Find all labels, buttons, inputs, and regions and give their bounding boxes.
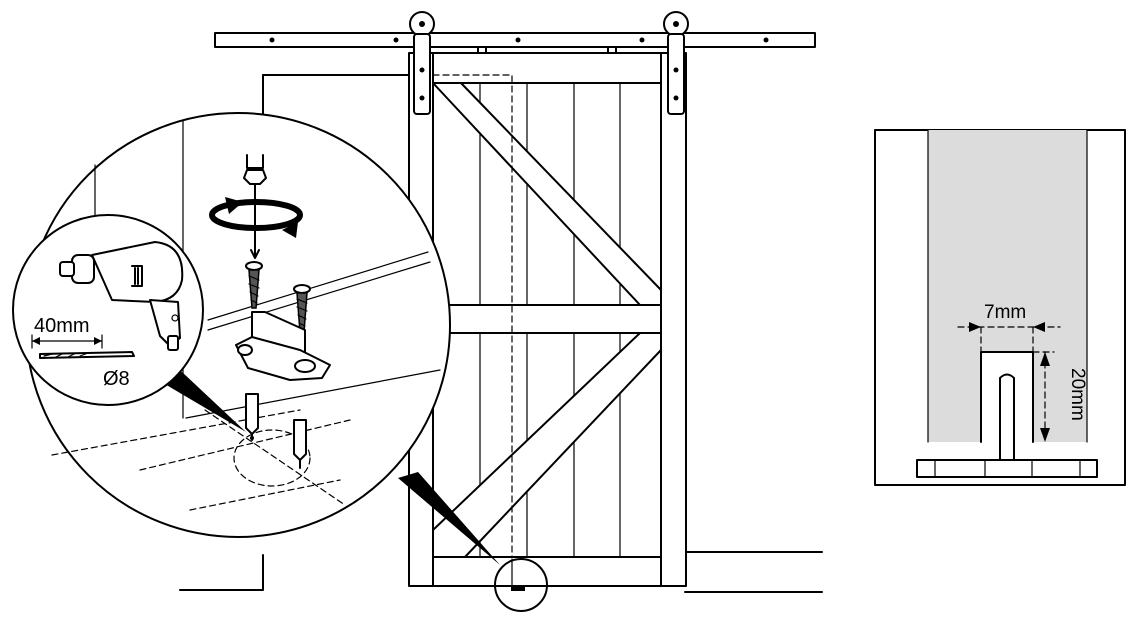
wall-outline	[179, 74, 823, 593]
drill-callout: 40mm Ø8	[12, 214, 204, 406]
slot-depth-dimension	[1032, 351, 1055, 443]
zoom-pointer	[398, 472, 500, 565]
drill-diameter-label: Ø8	[103, 368, 130, 390]
slot-width-dimension	[957, 322, 1061, 353]
door-hanger-left	[409, 11, 435, 115]
rotation-arrow-icon	[209, 197, 303, 238]
wall-plug-icon	[245, 393, 259, 441]
slot-depth-label: 20mm	[1067, 368, 1088, 421]
drill-bit-icon	[39, 351, 135, 359]
barn-door	[408, 46, 687, 587]
drill-depth-dimension	[31, 334, 103, 349]
slot-width-label: 7mm	[984, 302, 1026, 323]
screwdriver-icon	[243, 154, 267, 259]
drill-icon	[59, 241, 184, 351]
door-hanger-right	[663, 11, 689, 115]
sliding-door-rail	[214, 32, 816, 48]
floor-guide-reference	[432, 74, 513, 558]
slot-detail-panel: 7mm 20mm	[874, 129, 1126, 486]
wall-plug-icon	[293, 419, 307, 469]
drill-depth-label: 40mm	[34, 315, 90, 337]
floor-guide-highlight	[494, 558, 548, 612]
drill-callout-pointer	[158, 372, 246, 432]
screw-icon	[245, 261, 263, 309]
floor-guide-bracket	[235, 311, 331, 381]
